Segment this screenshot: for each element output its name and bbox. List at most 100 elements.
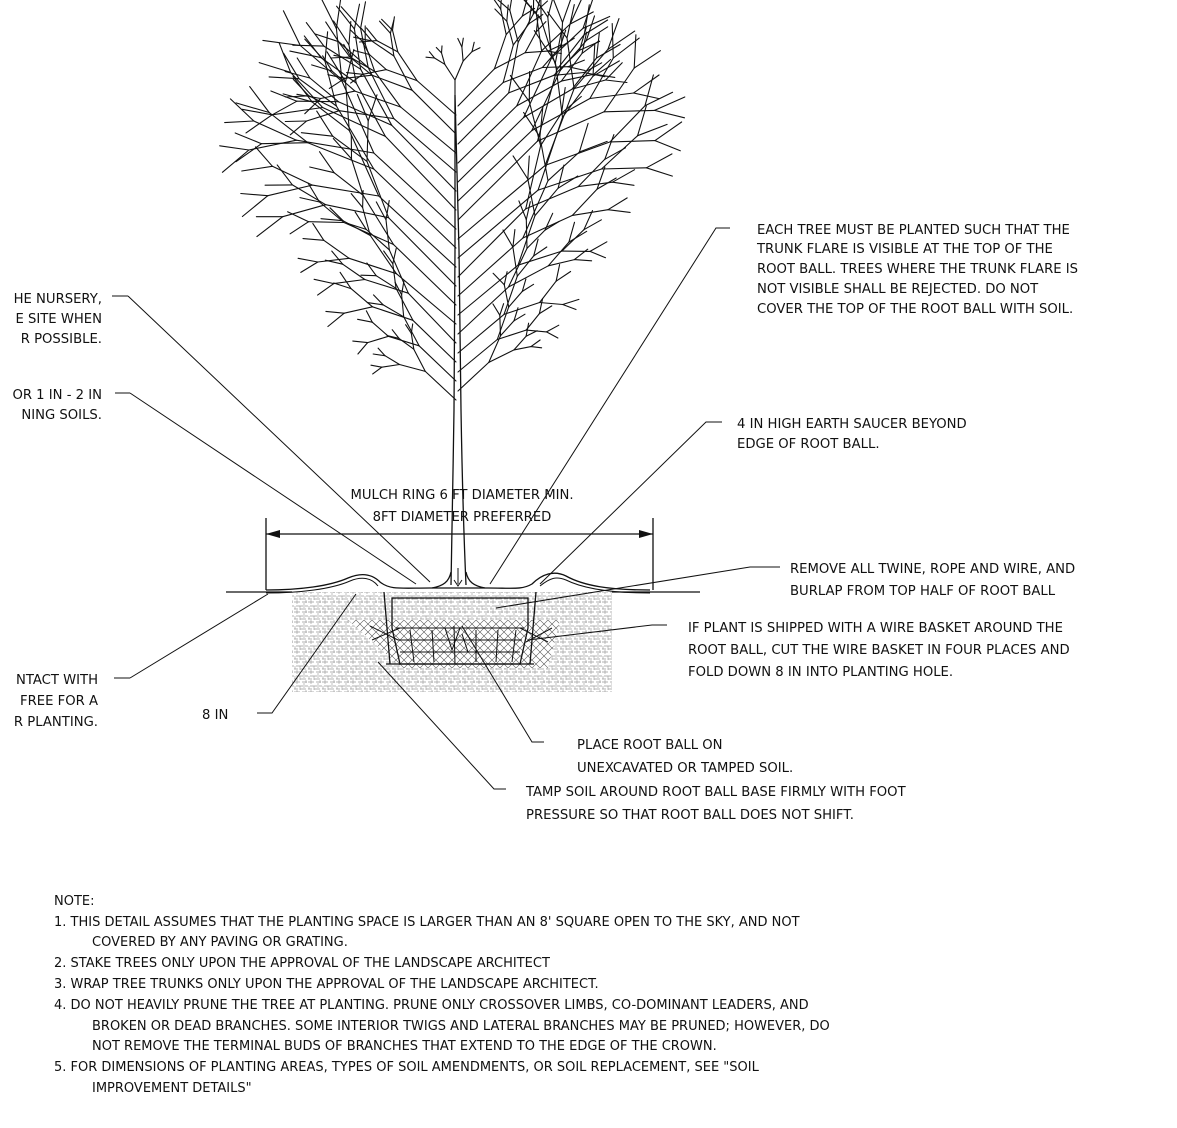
tree-branch	[352, 340, 369, 344]
tree-branch	[536, 111, 605, 142]
tree-branch	[525, 329, 548, 333]
tree-branch	[388, 249, 409, 294]
tree-branch	[332, 137, 353, 160]
tree-branch	[392, 263, 397, 289]
tree-branch	[324, 31, 329, 62]
tree-branch	[521, 283, 535, 292]
tree-branch	[585, 26, 609, 42]
tree-branch	[525, 218, 528, 249]
tree-branch	[512, 23, 530, 46]
tree-branch	[471, 47, 481, 53]
tree-branch	[300, 132, 334, 137]
tree-branch	[349, 56, 376, 72]
tree-branch	[569, 0, 582, 25]
note-line: BROKEN OR DEAD BRANCHES. SOME INTERIOR T…	[92, 1019, 830, 1034]
tree-branch	[381, 18, 394, 31]
tree-branch	[371, 306, 414, 321]
tree-branch	[457, 116, 525, 183]
tree-branch	[492, 303, 501, 316]
tree-branch	[292, 44, 325, 47]
tree-branch	[245, 114, 273, 134]
tree-branch	[637, 123, 668, 137]
callout-line: 8FT DIAMETER PREFERRED	[373, 510, 552, 525]
tree-branch	[512, 155, 529, 180]
tree-branch	[633, 34, 637, 69]
note-line: 3. WRAP TREE TRUNKS ONLY UPON THE APPROV…	[54, 977, 599, 992]
tree-branch	[343, 306, 374, 314]
tree-branch	[578, 122, 589, 153]
tree-branch	[633, 74, 660, 94]
tree-branch	[268, 111, 309, 144]
tree-branch	[348, 257, 397, 275]
tree-branch	[362, 69, 387, 75]
tree-branch	[271, 165, 313, 186]
tree-branch	[333, 54, 353, 60]
tree-branch	[645, 167, 673, 177]
tree-branch	[405, 324, 412, 334]
tree-branch	[557, 164, 565, 189]
tree-branch	[547, 44, 563, 52]
tree-branch	[221, 149, 250, 173]
tree-branch	[560, 73, 595, 82]
tree-branch	[278, 42, 292, 73]
tree-branch	[299, 44, 343, 83]
tree-branch	[377, 347, 386, 357]
tree-branch	[522, 214, 573, 239]
tree-branch	[267, 184, 313, 197]
tree-branch	[653, 96, 686, 111]
tree-icon	[219, 0, 686, 589]
tree-branch	[331, 70, 356, 92]
tree-branch	[577, 158, 606, 188]
leader-lines	[112, 227, 780, 790]
tree-branch	[371, 321, 389, 337]
tree-branch	[457, 164, 546, 240]
tree-branch	[365, 27, 378, 42]
tree-branch	[360, 274, 377, 277]
tree-branch	[571, 188, 598, 216]
note-line: 5. FOR DIMENSIONS OF PLANTING AREAS, TYP…	[54, 1060, 760, 1075]
tree-branch	[300, 261, 319, 273]
tree-branch	[393, 55, 413, 91]
tree-branch	[554, 27, 563, 64]
notes-heading: NOTE:	[54, 894, 95, 909]
tree-branch	[413, 348, 426, 372]
tree-branch	[358, 40, 378, 43]
tree-branch	[322, 55, 333, 72]
tree-branch	[494, 8, 508, 22]
tree-branch	[596, 177, 617, 190]
note-line: NOT REMOVE THE TERMINAL BUDS OF BRANCHES…	[92, 1039, 717, 1054]
tree-branch	[553, 49, 581, 76]
tree-branch	[224, 120, 255, 124]
tree-branch	[547, 11, 568, 39]
tree-branch	[367, 66, 395, 120]
tree-branch	[337, 101, 393, 126]
tree-branch	[391, 124, 457, 192]
tree-branch	[496, 306, 510, 341]
tree-branch	[503, 271, 508, 286]
tree-branch	[582, 0, 594, 29]
tree-branch	[493, 52, 526, 70]
tree-branch	[521, 278, 527, 292]
tree-branch	[381, 363, 401, 368]
tree-branch	[526, 229, 546, 249]
callout-line: UNEXCAVATED OR TAMPED SOIL.	[577, 761, 793, 776]
callout-line: PLACE ROOT BALL ON	[577, 738, 723, 753]
tree-branch	[360, 27, 369, 69]
tree-branch	[528, 13, 544, 25]
tree-branch	[394, 281, 403, 296]
tree-branch	[457, 189, 539, 259]
tree-branch	[521, 0, 528, 17]
tree-branch	[384, 135, 457, 211]
tree-branch	[372, 366, 383, 375]
tree-branch	[373, 168, 457, 249]
tree-branch	[282, 204, 327, 218]
callout-place-root-ball: PLACE ROOT BALL ON UNEXCAVATED OR TAMPED…	[577, 738, 793, 776]
tree-branch	[555, 264, 561, 282]
tree-branch	[401, 294, 405, 318]
tree-branch	[605, 62, 623, 81]
tree-branch	[539, 280, 557, 304]
tree-branch	[603, 67, 635, 113]
callout-wire-basket: IF PLANT IS SHIPPED WITH A WIRE BASKET A…	[688, 621, 1070, 680]
tree-branch	[513, 313, 526, 322]
